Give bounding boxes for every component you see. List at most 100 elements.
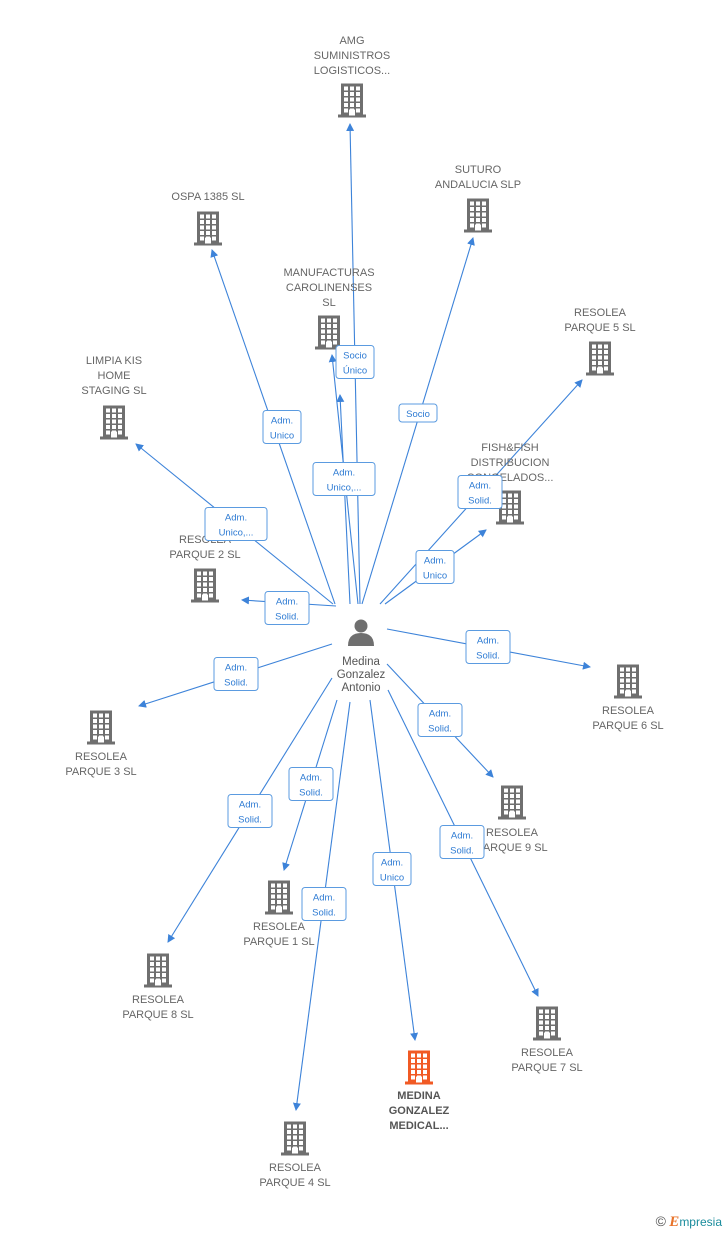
company-name-label: PARQUE 2 SL bbox=[169, 549, 240, 561]
company-name-label: CAROLINENSES bbox=[286, 282, 372, 294]
edge-label-text: Solid. bbox=[275, 612, 299, 623]
company-name-label: PARQUE 3 SL bbox=[65, 766, 136, 778]
company-name-label: FISH&FISH bbox=[481, 442, 539, 454]
edge-label-text: Único bbox=[343, 366, 367, 377]
edge-label-text: Solid. bbox=[450, 846, 474, 857]
edge-label-resolea3[interactable]: Adm. Solid. bbox=[213, 657, 259, 691]
company-node-ospa[interactable]: OSPA 1385 SL bbox=[171, 191, 245, 246]
building-icon bbox=[315, 315, 343, 350]
company-name-label: PARQUE 9 SL bbox=[476, 842, 547, 854]
edge-label-resolea2[interactable]: Adm.Solid. bbox=[264, 591, 310, 625]
company-node-amg[interactable]: AMGSUMINISTROSLOGISTICOS... bbox=[314, 35, 390, 118]
edge-label-text: Adm. bbox=[271, 416, 293, 427]
edge-label-text: Adm. bbox=[477, 636, 499, 647]
edge-label-text: Socio bbox=[343, 351, 367, 362]
edge-label-fishfish[interactable]: Adm.Unico bbox=[415, 550, 455, 584]
edge-label-box bbox=[439, 825, 485, 859]
edge-label-resolea6[interactable]: Adm. Solid. bbox=[465, 630, 511, 664]
edge-label-manufacturas[interactable]: Adm.Unico,... bbox=[312, 462, 376, 496]
edge-label-text: Adm. bbox=[225, 513, 247, 524]
company-name-label: RESOLEA bbox=[602, 705, 655, 717]
company-name-label: RESOLEA bbox=[269, 1162, 322, 1174]
building-icon bbox=[87, 710, 115, 745]
company-name-label: RESOLEA bbox=[75, 751, 128, 763]
company-name-label: AMG bbox=[339, 35, 364, 47]
edge-label-box bbox=[398, 403, 438, 423]
building-icon bbox=[144, 953, 172, 988]
company-node-resolea4[interactable]: RESOLEA PARQUE 4 SL bbox=[259, 1121, 331, 1190]
company-name-label: PARQUE 8 SL bbox=[122, 1009, 193, 1021]
edge-label-box bbox=[264, 591, 310, 625]
company-name-label: GONZALEZ bbox=[389, 1105, 450, 1117]
edge-label-text: Unico,... bbox=[219, 528, 254, 539]
company-node-resolea3[interactable]: RESOLEA PARQUE 3 SL bbox=[65, 710, 137, 779]
building-icon bbox=[191, 568, 219, 603]
building-icon bbox=[338, 83, 366, 118]
edge-label-text: Adm. bbox=[333, 468, 355, 479]
company-name-label: PARQUE 7 SL bbox=[511, 1062, 582, 1074]
person-name-label: Medina bbox=[342, 656, 380, 668]
edge-label-box bbox=[227, 794, 273, 828]
edge-label-text: Adm. bbox=[225, 663, 247, 674]
company-node-resolea5[interactable]: RESOLEA PARQUE 5 SL bbox=[564, 307, 636, 376]
edge-label-box bbox=[457, 475, 503, 509]
edge-label-box bbox=[312, 462, 376, 496]
edge-label-text: Solid. bbox=[312, 908, 336, 919]
edge-label-limpia[interactable]: Adm. Unico,... bbox=[204, 507, 268, 541]
building-icon bbox=[194, 211, 222, 246]
edge-label-text: Adm. bbox=[313, 893, 335, 904]
edge-label-box bbox=[204, 507, 268, 541]
edge-label-resolea8[interactable]: Adm.Solid. bbox=[227, 794, 273, 828]
company-name-label: HOME bbox=[98, 370, 131, 382]
edge-label-text: Solid. bbox=[299, 788, 323, 799]
company-name-label: RESOLEA bbox=[132, 994, 185, 1006]
copyright-symbol: © bbox=[655, 1213, 666, 1229]
edge-label-medical[interactable]: Adm. Unico bbox=[372, 852, 412, 886]
company-name-label: PARQUE 5 SL bbox=[564, 322, 635, 334]
company-name-label: DISTRIBUCION bbox=[471, 457, 550, 469]
edge-label-box bbox=[465, 630, 511, 664]
edge-labels-layer: Adm.UnicoSocioSocioÚnicoAdm.Unico,...Adm… bbox=[204, 345, 511, 921]
edge-label-resolea9[interactable]: Adm. Solid. bbox=[417, 703, 463, 737]
building-icon bbox=[281, 1121, 309, 1156]
company-name-label: MANUFACTURAS bbox=[283, 267, 374, 279]
edge-label-text: Adm. bbox=[381, 858, 403, 869]
edge-label-text: Solid. bbox=[476, 651, 500, 662]
company-node-medical[interactable]: MEDINAGONZALEZMEDICAL... bbox=[389, 1050, 450, 1133]
building-icon bbox=[614, 664, 642, 699]
edge-label-text: Unico bbox=[423, 571, 447, 582]
edge-label-resolea1[interactable]: Adm. Solid. bbox=[288, 767, 334, 801]
edge-label-text: Adm. bbox=[300, 773, 322, 784]
edge-label-text: Adm. bbox=[469, 481, 491, 492]
edge-label-suturo[interactable]: Socio bbox=[398, 403, 438, 423]
edge-label-text: Solid. bbox=[224, 678, 248, 689]
edge-label-resolea5[interactable]: Adm.Solid. bbox=[457, 475, 503, 509]
edge-label-text: Solid. bbox=[428, 724, 452, 735]
edge-label-text: Unico bbox=[380, 873, 404, 884]
edge-label-text: Adm. bbox=[429, 709, 451, 720]
company-node-resolea8[interactable]: RESOLEA PARQUE 8 SL bbox=[122, 953, 194, 1022]
edge-label-resolea7[interactable]: Adm.Solid. bbox=[439, 825, 485, 859]
empresia-logo-text: mpresia bbox=[679, 1215, 722, 1229]
edge-label-ospa[interactable]: Adm.Unico bbox=[262, 410, 302, 444]
edge-label-box bbox=[372, 852, 412, 886]
company-name-label: RESOLEA bbox=[574, 307, 627, 319]
company-name-label: ANDALUCIA SLP bbox=[435, 179, 521, 191]
edge-label-text: Solid. bbox=[238, 815, 262, 826]
edge-label-box bbox=[262, 410, 302, 444]
building-icon bbox=[533, 1006, 561, 1041]
edge-label-resolea4[interactable]: Adm. Solid. bbox=[301, 887, 347, 921]
company-name-label: PARQUE 4 SL bbox=[259, 1177, 330, 1189]
edge-label-text: Socio bbox=[406, 409, 430, 420]
